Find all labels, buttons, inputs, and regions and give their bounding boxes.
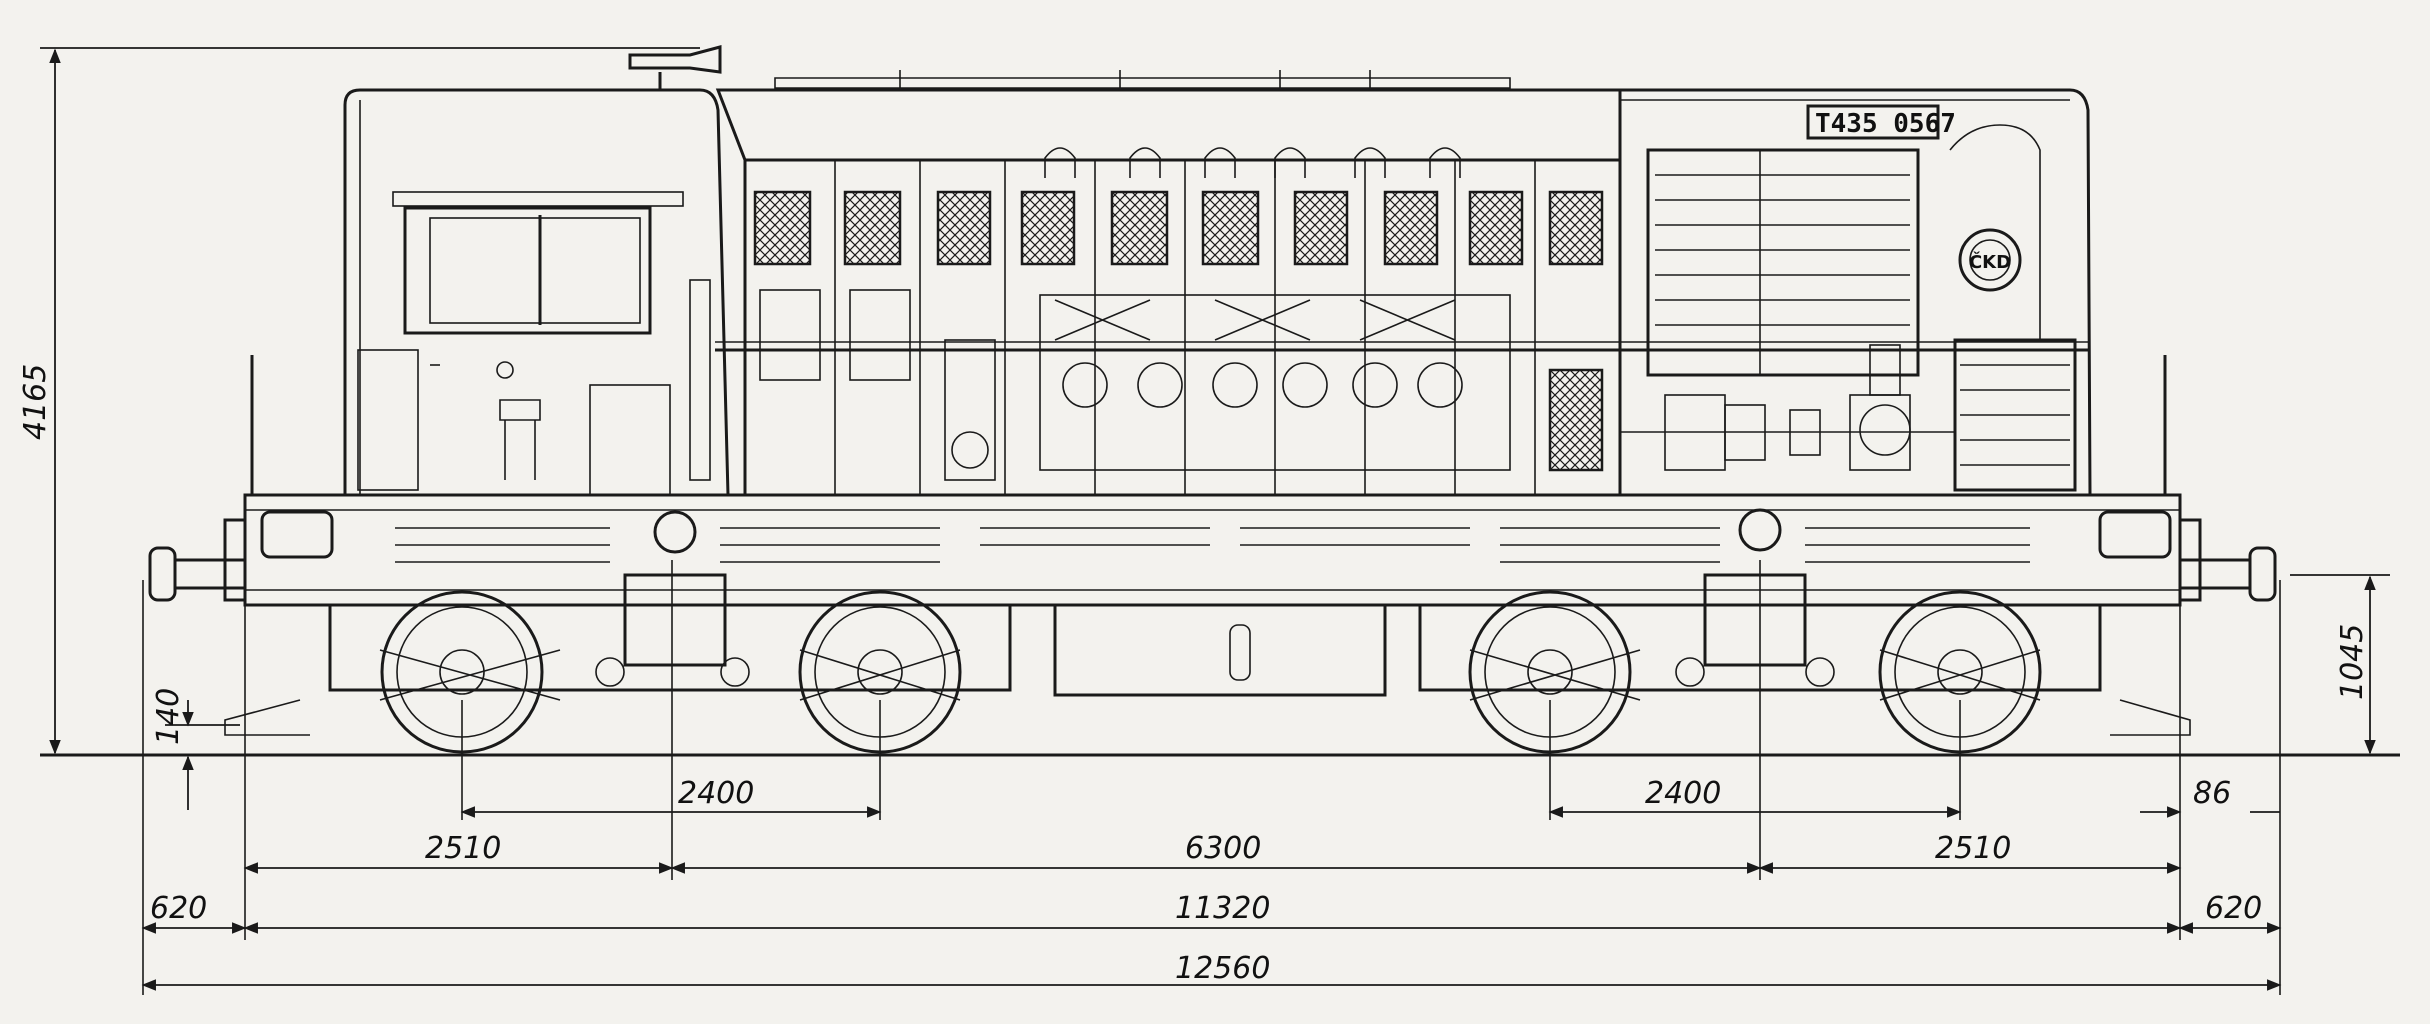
rear-bogie (1418, 573, 2191, 754)
driver-cab (343, 45, 730, 496)
cooling-compartment: T435 0567 ČKD (1620, 88, 2092, 496)
dim-end-to-pivot-left: 2510 (425, 831, 501, 866)
main-frame (243, 493, 2182, 697)
number-plate-text: T435 0567 (1815, 109, 1956, 139)
left-buffer (148, 355, 254, 602)
dim-end-to-pivot-right: 2510 (1935, 831, 2011, 866)
dim-length-over-buffers: 12560 (1175, 951, 1270, 986)
dim-length-over-frame: 11320 (1175, 891, 1270, 926)
dim-buffer-height: 1045 (2335, 624, 2370, 700)
dim-bogie-wheelbase-right: 2400 (1645, 776, 1721, 811)
right-buffer (2163, 355, 2277, 602)
dim-buffer-overhang: 86 (2193, 776, 2231, 811)
dim-pivot-distance: 6300 (1185, 831, 1261, 866)
number-plate (1806, 104, 1940, 140)
dim-step-height: 140 (151, 688, 186, 745)
front-bogie (224, 573, 1012, 754)
ckd-emblem: ČKD (1958, 228, 2022, 292)
dim-total-height: 4165 (18, 364, 53, 440)
dim-bogie-wheelbase-left: 2400 (678, 776, 754, 811)
dimension-lines (40, 47, 2390, 995)
horn (628, 45, 722, 74)
emblem-text: ČKD (1969, 251, 2011, 273)
fuel-tank (1053, 603, 1387, 697)
dim-buffer-length-left: 620 (150, 891, 207, 926)
dim-buffer-length-right: 620 (2205, 891, 2262, 926)
